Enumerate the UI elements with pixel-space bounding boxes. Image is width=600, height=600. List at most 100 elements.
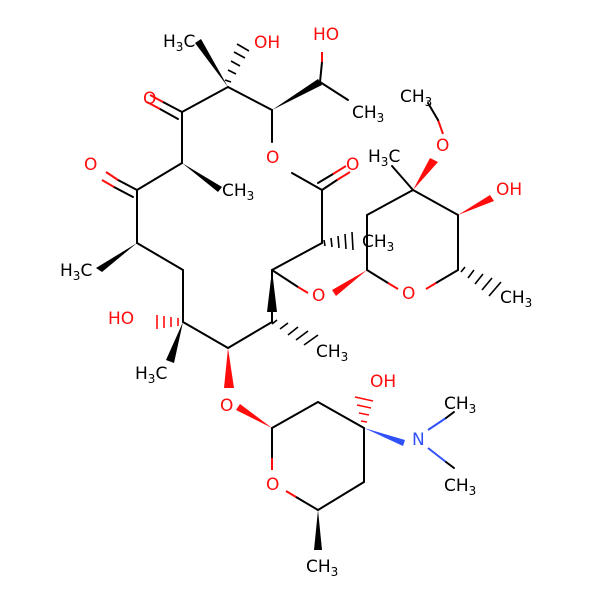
hash-bond	[467, 269, 475, 279]
hash-bond	[360, 420, 368, 423]
bond	[295, 496, 319, 511]
hash-bond	[233, 51, 246, 59]
c-mid-hash-ch3	[271, 319, 319, 346]
hash-bond	[344, 233, 347, 250]
label-carbonyl-o: O	[346, 155, 359, 175]
bond	[412, 189, 459, 216]
hash-bond	[351, 231, 354, 251]
hash-bond	[323, 239, 326, 247]
c-top-substituents	[195, 39, 250, 87]
bond	[182, 321, 229, 349]
label-n-amine: N	[412, 430, 425, 450]
label-oh-top: OH	[254, 33, 280, 53]
label-ome-o: O	[436, 136, 449, 156]
hash-bond	[279, 322, 289, 330]
wedge-bond	[413, 158, 438, 190]
bond	[227, 321, 273, 349]
wedge-bond	[236, 404, 272, 428]
bond	[136, 242, 184, 271]
hash-bond	[354, 396, 374, 402]
desosamine-ring	[236, 396, 455, 550]
lactone-carbonyl	[317, 165, 351, 191]
hash-bond	[337, 235, 340, 249]
label-ketone-o-lower: O	[84, 155, 97, 175]
bond	[317, 401, 365, 429]
wedge-bond	[166, 322, 183, 363]
label-h3c-top: H3C	[163, 32, 195, 54]
macrolactone-ring	[136, 86, 323, 349]
atom-labels: H3C OH HO O O CH3 O O CH3 H3C HO H3C CH3…	[60, 25, 532, 579]
wedge-bond	[96, 243, 137, 272]
hash-bond	[356, 404, 372, 409]
wedge-bond	[195, 39, 228, 87]
hash-bond	[224, 79, 232, 83]
bond	[105, 171, 119, 181]
wedge-bond	[332, 270, 367, 296]
ketone-lower	[101, 171, 138, 198]
bond	[117, 179, 138, 191]
hash-bond	[230, 60, 241, 67]
label-n-me-bottom: CH3	[444, 476, 476, 498]
label-ring-o-lactone: O	[266, 148, 279, 168]
bond	[366, 189, 414, 216]
bond	[136, 162, 183, 191]
label-o-glyco-left: O	[220, 396, 233, 416]
bond	[149, 94, 164, 103]
hash-bond	[488, 281, 502, 297]
hash-bond	[460, 266, 466, 273]
bond	[271, 401, 319, 429]
label-ch3-bottom: CH3	[306, 557, 338, 579]
hash-bond	[227, 69, 237, 75]
label-h3c-lower-left: H3C	[135, 364, 167, 386]
bond	[435, 269, 459, 284]
hash-bond	[481, 277, 493, 291]
hash-bond	[330, 237, 333, 248]
c-left-hash-oh	[156, 315, 179, 329]
bond	[285, 490, 297, 498]
bond	[391, 165, 414, 191]
wedge-bond	[267, 270, 277, 312]
label-ch3-upper-mid: CH3	[222, 181, 254, 203]
bond	[437, 119, 444, 135]
bond	[227, 86, 273, 111]
bond	[319, 81, 349, 101]
label-ch3-mid: CH3	[316, 342, 348, 364]
hash-bond	[287, 326, 299, 336]
bond	[162, 101, 183, 113]
bond	[101, 179, 115, 188]
label-o-glyco-right: O	[312, 286, 325, 306]
wedge-bond	[364, 428, 405, 446]
label-ch3-cladinose: CH3	[500, 288, 532, 310]
wedge-bond	[458, 195, 494, 215]
bond	[271, 269, 299, 288]
bond	[427, 102, 439, 121]
bond	[297, 286, 309, 294]
bond	[336, 171, 351, 181]
bond	[427, 417, 447, 431]
wedge-bond	[314, 510, 322, 550]
hash-bond	[295, 330, 309, 341]
bond	[159, 108, 179, 120]
label-ch3-ethyl: CH3	[352, 103, 384, 125]
bond	[366, 269, 389, 284]
hash-bond	[358, 412, 370, 416]
hash-bond	[236, 43, 250, 52]
hash-bond	[303, 334, 319, 346]
wedge-bond	[182, 163, 222, 192]
label-oh-cladinose: OH	[496, 180, 522, 200]
bond	[319, 61, 323, 83]
bond	[146, 101, 161, 110]
bond	[271, 242, 323, 271]
bond	[317, 481, 365, 511]
label-oh-desosamine: OH	[370, 372, 396, 392]
bond	[317, 173, 334, 184]
bridge-o	[271, 231, 354, 294]
label-ome-me: CH3	[400, 87, 432, 109]
hash-bond	[271, 319, 278, 325]
label-o-ring-cladinose: O	[402, 284, 415, 304]
bond	[425, 282, 437, 290]
cladinose-ring	[332, 102, 502, 297]
bond	[113, 186, 134, 198]
label-h3c-cladinose: H3C	[368, 147, 400, 169]
